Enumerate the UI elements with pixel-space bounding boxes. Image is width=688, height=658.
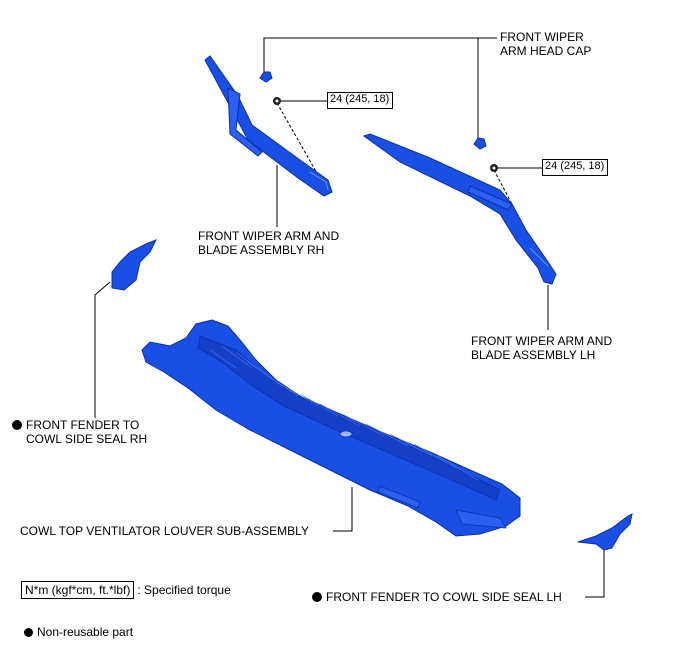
fender-seal-lh-part [577,513,633,551]
label-seal-lh-text: FRONT FENDER TO COWL SIDE SEAL LH [326,590,562,604]
leader-seal-rh [94,281,111,418]
label-seal-rh: FRONT FENDER TO COWL SIDE SEAL RH [12,418,147,446]
label-arm-lh-line1: FRONT WIPER ARM AND [471,334,613,348]
label-seal-lh: FRONT FENDER TO COWL SIDE SEAL LH [312,590,562,604]
nonreusable-dot-icon [12,420,22,430]
fender-seal-rh-part [111,239,158,291]
legend-torque: N*m (kgf*cm, ft.*lbf): Specified torque [21,581,231,599]
head-cap-lh-part [473,137,487,150]
axis-dash-rh [276,102,323,183]
label-seal-rh-line2: COWL SIDE SEAL RH [26,432,148,446]
wiper-arm-rh-part [204,55,333,197]
wiper-arm-lh-part [362,133,557,285]
leader-head-cap-rh [263,37,497,72]
legend-nonreusable: Non-reusable part [24,625,133,639]
label-arm-lh: FRONT WIPER ARM AND BLADE ASSEMBLY LH [471,334,612,362]
torque-box-rh: 24 (245, 18) [327,92,393,109]
cowl-louver-part [141,319,521,537]
label-louver: COWL TOP VENTILATOR LOUVER SUB-ASSEMBLY [20,524,309,538]
label-head-cap-line2: ARM HEAD CAP [500,44,592,58]
leader-lines [94,37,605,598]
nonreusable-dot-icon [24,628,33,637]
legend-torque-unit: N*m (kgf*cm, ft.*lbf) [21,581,135,599]
nonreusable-dot-icon [312,592,322,602]
label-arm-rh-line2: BLADE ASSEMBLY RH [198,243,325,257]
label-head-cap-line1: FRONT WIPER [500,30,584,44]
label-seal-rh-line1: FRONT FENDER TO [26,418,140,432]
torque-box-lh: 24 (245, 18) [542,159,608,176]
label-head-cap: FRONT WIPER ARM HEAD CAP [500,30,591,58]
leader-louver [333,487,353,532]
head-cap-rh-part [259,71,273,83]
label-arm-lh-line2: BLADE ASSEMBLY LH [471,348,596,362]
nut-rh [273,97,281,105]
legend-nonreusable-text: Non-reusable part [37,625,134,639]
label-arm-rh: FRONT WIPER ARM AND BLADE ASSEMBLY RH [198,229,339,257]
label-arm-rh-line1: FRONT WIPER ARM AND [198,229,340,243]
nut-lh [490,164,498,172]
leader-seal-lh [585,546,605,598]
legend-torque-desc: : Specified torque [137,583,231,597]
